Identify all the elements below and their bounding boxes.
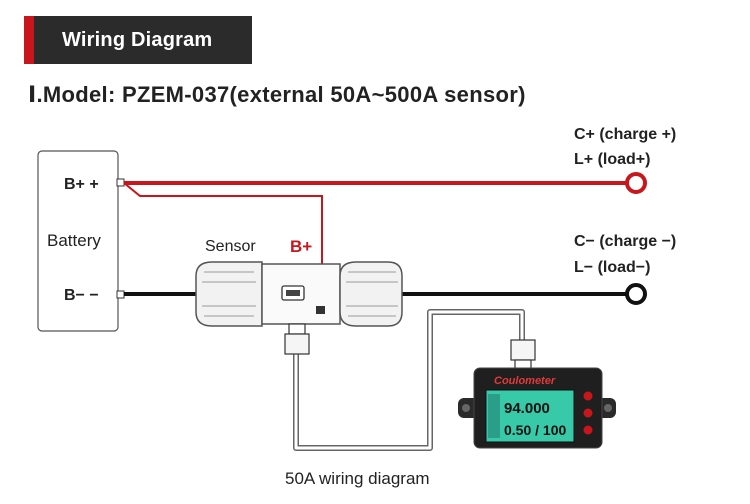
positive-terminal-line1: C+ (charge +): [574, 126, 676, 143]
battery-negative-terminal: [116, 290, 125, 299]
meter-reading-1: 94.000: [504, 400, 550, 417]
banner-title: Wiring Diagram: [62, 28, 213, 51]
sensor-bplus-label: B+: [290, 237, 312, 256]
meter-reading-2: 0.50 / 100: [504, 422, 566, 438]
battery-label: Battery: [47, 231, 101, 250]
meter-button-3: [583, 425, 593, 435]
sensor-label: Sensor: [205, 238, 256, 255]
lcd-screen: [485, 389, 575, 443]
negative-terminal-line1: C− (charge −): [574, 233, 676, 250]
battery-negative-label: B− −: [64, 287, 99, 304]
model-title: Ⅰ.Model: PZEM-037(external 50A~500A sens…: [28, 82, 526, 107]
battery-positive-terminal: [116, 178, 125, 187]
rj11-port-icon: [316, 306, 325, 314]
battery-box: [37, 150, 119, 332]
diagram-caption: 50A wiring diagram: [285, 469, 430, 488]
meter-button-1: [583, 391, 593, 401]
battery-positive-label: B+ +: [64, 176, 99, 193]
section-banner: Wiring Diagram: [24, 16, 252, 64]
positive-ring-terminal: [625, 172, 647, 194]
positive-terminal-line2: L+ (load+): [574, 151, 650, 168]
coulometer-device: [458, 367, 616, 449]
sensor-device: [195, 261, 403, 327]
meter-brand: Coulometer: [494, 375, 556, 387]
meter-plug-icon: [510, 339, 536, 371]
negative-ring-terminal: [625, 283, 647, 305]
sensor-plug-icon: [284, 323, 310, 355]
meter-button-2: [583, 408, 593, 418]
negative-terminal-line2: L− (load−): [574, 259, 650, 276]
sensor-bplus-wire: [123, 182, 323, 282]
